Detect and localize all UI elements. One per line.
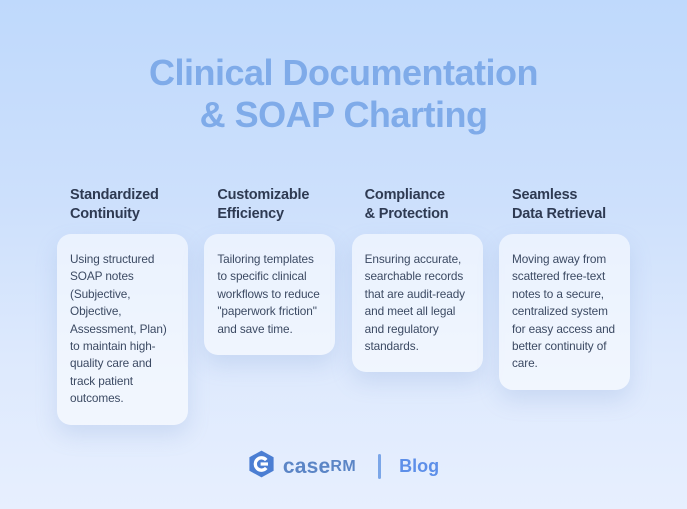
column-heading-line1: Seamless bbox=[511, 186, 578, 203]
page-title-line1: Clinical Documentation bbox=[148, 52, 539, 93]
brand-wordmark: case RM bbox=[283, 455, 356, 479]
card-body-text: Moving away from scattered free-text not… bbox=[511, 251, 616, 371]
column-heading-line2: & Protection bbox=[364, 205, 449, 222]
feature-card: Ensuring accurate, searchable records th… bbox=[351, 233, 483, 373]
column-heading: Customizable Efficiency bbox=[204, 186, 335, 224]
feature-column-compliance-protection: Compliance & Protection Ensuring accurat… bbox=[351, 186, 483, 373]
card-body-text: Ensuring accurate, searchable records th… bbox=[364, 251, 465, 354]
card-body-text: Using structured SOAP notes (Subjective,… bbox=[70, 251, 167, 406]
feature-column-standardized-continuity: Standardized Continuity Using structured… bbox=[57, 186, 188, 425]
blog-label: Blog bbox=[399, 456, 440, 476]
column-heading-line1: Standardized bbox=[70, 186, 159, 203]
column-heading-line2: Efficiency bbox=[217, 205, 284, 222]
brand-wordmark-lowercase: case bbox=[282, 454, 331, 478]
page-title: Clinical Documentation & SOAP Charting bbox=[0, 52, 687, 136]
feature-card: Using structured SOAP notes (Subjective,… bbox=[57, 233, 188, 425]
feature-card: Tailoring templates to specific clinical… bbox=[204, 233, 336, 356]
card-body-text: Tailoring templates to specific clinical… bbox=[217, 251, 320, 336]
hexagon-c-icon bbox=[248, 450, 275, 483]
feature-card: Moving away from scattered free-text not… bbox=[498, 233, 630, 390]
column-heading: Seamless Data Retrieval bbox=[499, 186, 630, 224]
column-heading-line1: Compliance bbox=[364, 186, 445, 203]
column-heading: Standardized Continuity bbox=[57, 186, 188, 224]
column-heading-line1: Customizable bbox=[217, 186, 310, 203]
feature-column-customizable-efficiency: Customizable Efficiency Tailoring templa… bbox=[204, 186, 336, 356]
column-heading-line2: Data Retrieval bbox=[511, 205, 606, 222]
footer-brand-bar: case RM Blog bbox=[0, 450, 687, 483]
divider bbox=[378, 454, 382, 479]
column-heading-line2: Continuity bbox=[70, 205, 140, 222]
brand-wordmark-caps: RM bbox=[330, 457, 357, 475]
feature-column-seamless-data-retrieval: Seamless Data Retrieval Moving away from… bbox=[498, 186, 630, 390]
column-heading: Compliance & Protection bbox=[352, 186, 483, 224]
page-title-line2: & SOAP Charting bbox=[199, 93, 488, 135]
feature-columns: Standardized Continuity Using structured… bbox=[0, 186, 687, 425]
